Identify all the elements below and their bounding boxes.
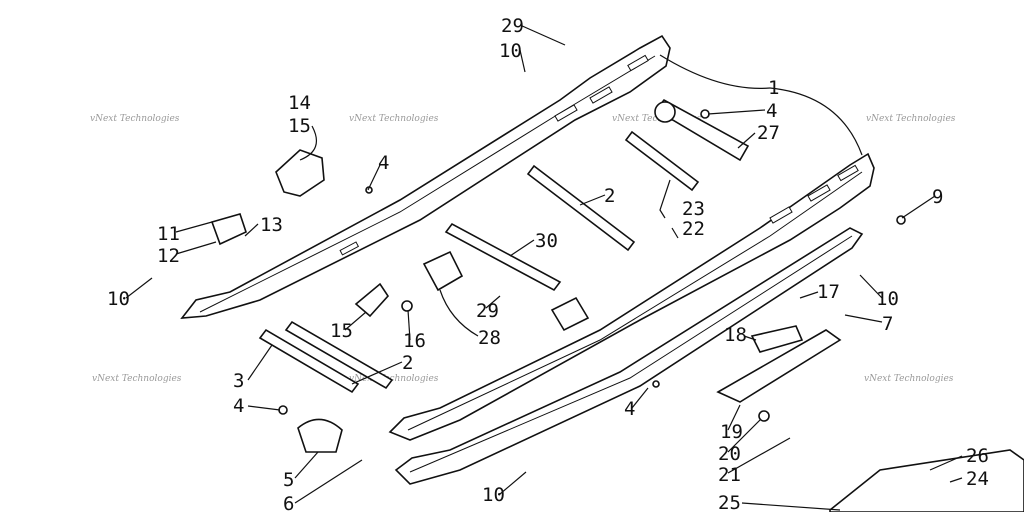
watermark: vNext Technologies (92, 374, 182, 384)
callout-label: 21 (718, 464, 741, 486)
callout-label: 10 (107, 288, 130, 310)
watermark: vNext Technologies (866, 114, 956, 124)
cross-shafts (258, 98, 750, 394)
slide-rail (394, 227, 864, 485)
callout-label: 9 (932, 186, 943, 208)
callout-label: 4 (378, 152, 389, 174)
callout-label: 23 (682, 198, 705, 220)
callout-label: 7 (882, 313, 893, 335)
callout-label: 10 (482, 484, 505, 506)
watermark: vNext Technologies (349, 114, 439, 124)
callout-label: 30 (535, 230, 558, 252)
callout-label: 29 (476, 300, 499, 322)
callout-label: 15 (288, 115, 311, 137)
hardware (210, 109, 1024, 512)
callout-label: 5 (283, 469, 294, 491)
right-rail (388, 152, 875, 441)
callout-label: 14 (288, 92, 311, 114)
callout-label: 12 (157, 245, 180, 267)
callout-label: 2 (402, 352, 413, 374)
callout-label: 16 (403, 330, 426, 352)
callout-label: 20 (718, 443, 741, 465)
callout-label: 18 (724, 324, 747, 346)
callout-label: 13 (260, 214, 283, 236)
callout-label: 22 (682, 218, 705, 240)
callout-label: 10 (499, 40, 522, 62)
callout-label: 4 (766, 100, 777, 122)
callout-label: 29 (501, 15, 524, 37)
watermark: vNext Technologies (864, 374, 954, 384)
callout-label: 4 (233, 395, 244, 417)
callout-label: 27 (757, 122, 780, 144)
callout-label: 3 (233, 370, 244, 392)
callout-label: 26 (966, 445, 989, 467)
callout-label: 2 (604, 185, 615, 207)
callout-label: 25 (718, 492, 741, 512)
callout-label: 24 (966, 468, 989, 490)
left-rail (180, 34, 671, 319)
callout-label: 15 (330, 320, 353, 342)
watermark: vNext Technologies (90, 114, 180, 124)
callout-label: 1 (768, 77, 779, 99)
callout-label: 19 (720, 421, 743, 443)
leader-lines (125, 24, 963, 511)
callout-label: 17 (817, 281, 840, 303)
callout-label: 11 (157, 223, 180, 245)
callout-label: 10 (876, 288, 899, 310)
callout-label: 6 (283, 493, 294, 512)
callout-label: 28 (478, 327, 501, 349)
callout-label: 4 (624, 398, 635, 420)
watermark: vNext Technologies (349, 374, 439, 384)
callouts: 29 10 1 4 27 14 15 4 9 2 23 22 13 11 12 … (107, 15, 989, 512)
